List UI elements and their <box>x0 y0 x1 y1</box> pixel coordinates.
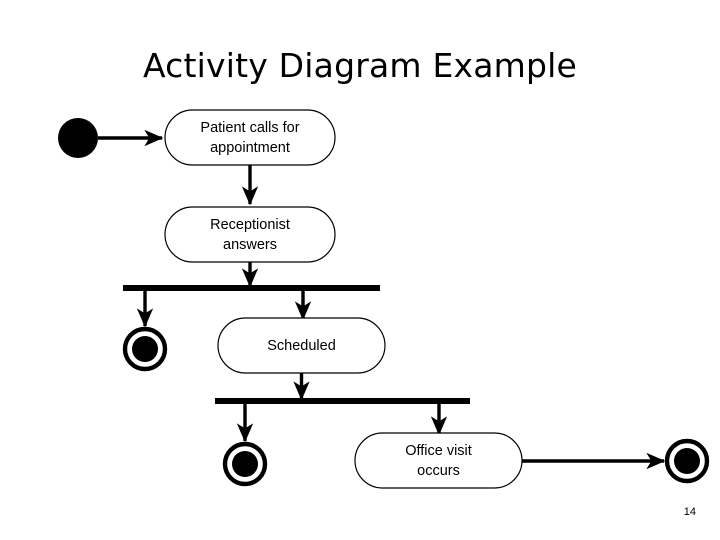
page-title: Activity Diagram Example <box>142 46 578 85</box>
activity-node-patient-calls[interactable] <box>164 109 336 166</box>
final-state-node-1-core <box>132 336 158 362</box>
activity-label-office-visit-line2: occurs <box>417 463 460 479</box>
activity-node-office-visit[interactable] <box>354 432 523 489</box>
initial-state-node <box>58 118 98 158</box>
activity-label-patient-calls-line1: Patient calls for <box>200 120 299 136</box>
fork-bar-lower <box>215 398 470 404</box>
fork-bar-upper <box>123 285 380 291</box>
page-number: 14 <box>683 506 696 518</box>
activity-node-receptionist-answers[interactable] <box>164 206 336 263</box>
activity-label-scheduled: Scheduled <box>267 338 336 354</box>
final-state-node-1-ring <box>122 326 168 372</box>
activity-label-patient-calls-line2: appointment <box>210 140 290 156</box>
final-state-node-2-core <box>232 451 258 477</box>
activity-label-receptionist-line1: Receptionist <box>210 217 290 233</box>
final-state-node-3-core <box>674 448 700 474</box>
activity-label-receptionist-line2: answers <box>223 237 277 253</box>
final-state-node-2-ring <box>222 441 268 487</box>
activity-label-office-visit-line1: Office visit <box>405 443 472 459</box>
final-state-node-3-ring <box>664 438 710 484</box>
